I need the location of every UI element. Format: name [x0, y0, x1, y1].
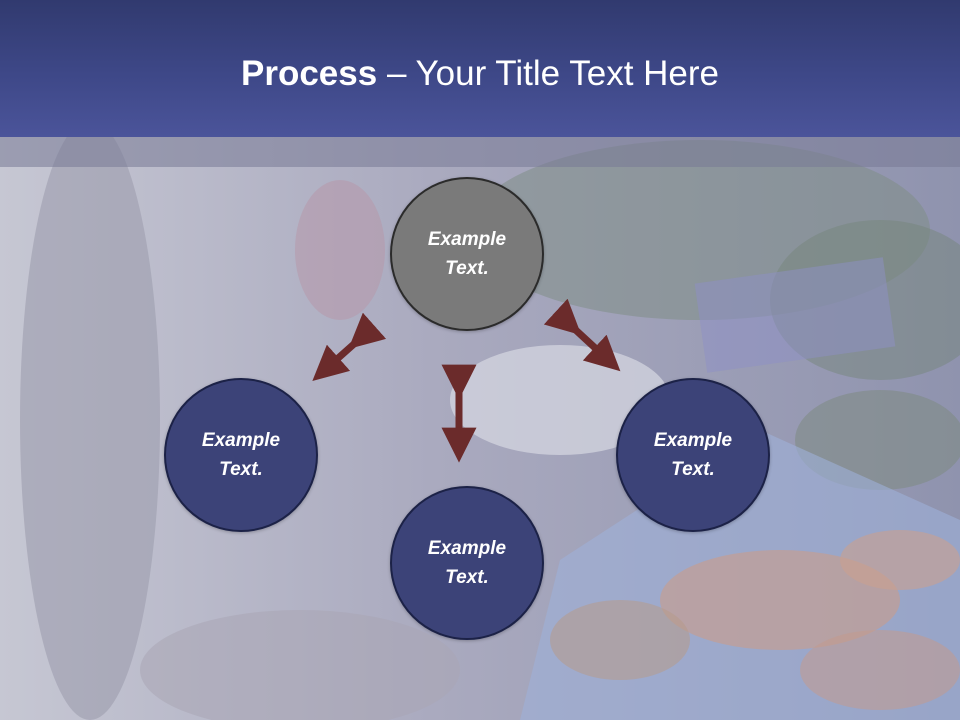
slide-title-bold: Process: [241, 54, 378, 93]
slide-title: Process – Your Title Text Here: [0, 52, 960, 96]
title-underlay-strip: [0, 137, 960, 167]
title-bar: [0, 0, 960, 137]
slide-title-rest: – Your Title Text Here: [377, 54, 719, 93]
